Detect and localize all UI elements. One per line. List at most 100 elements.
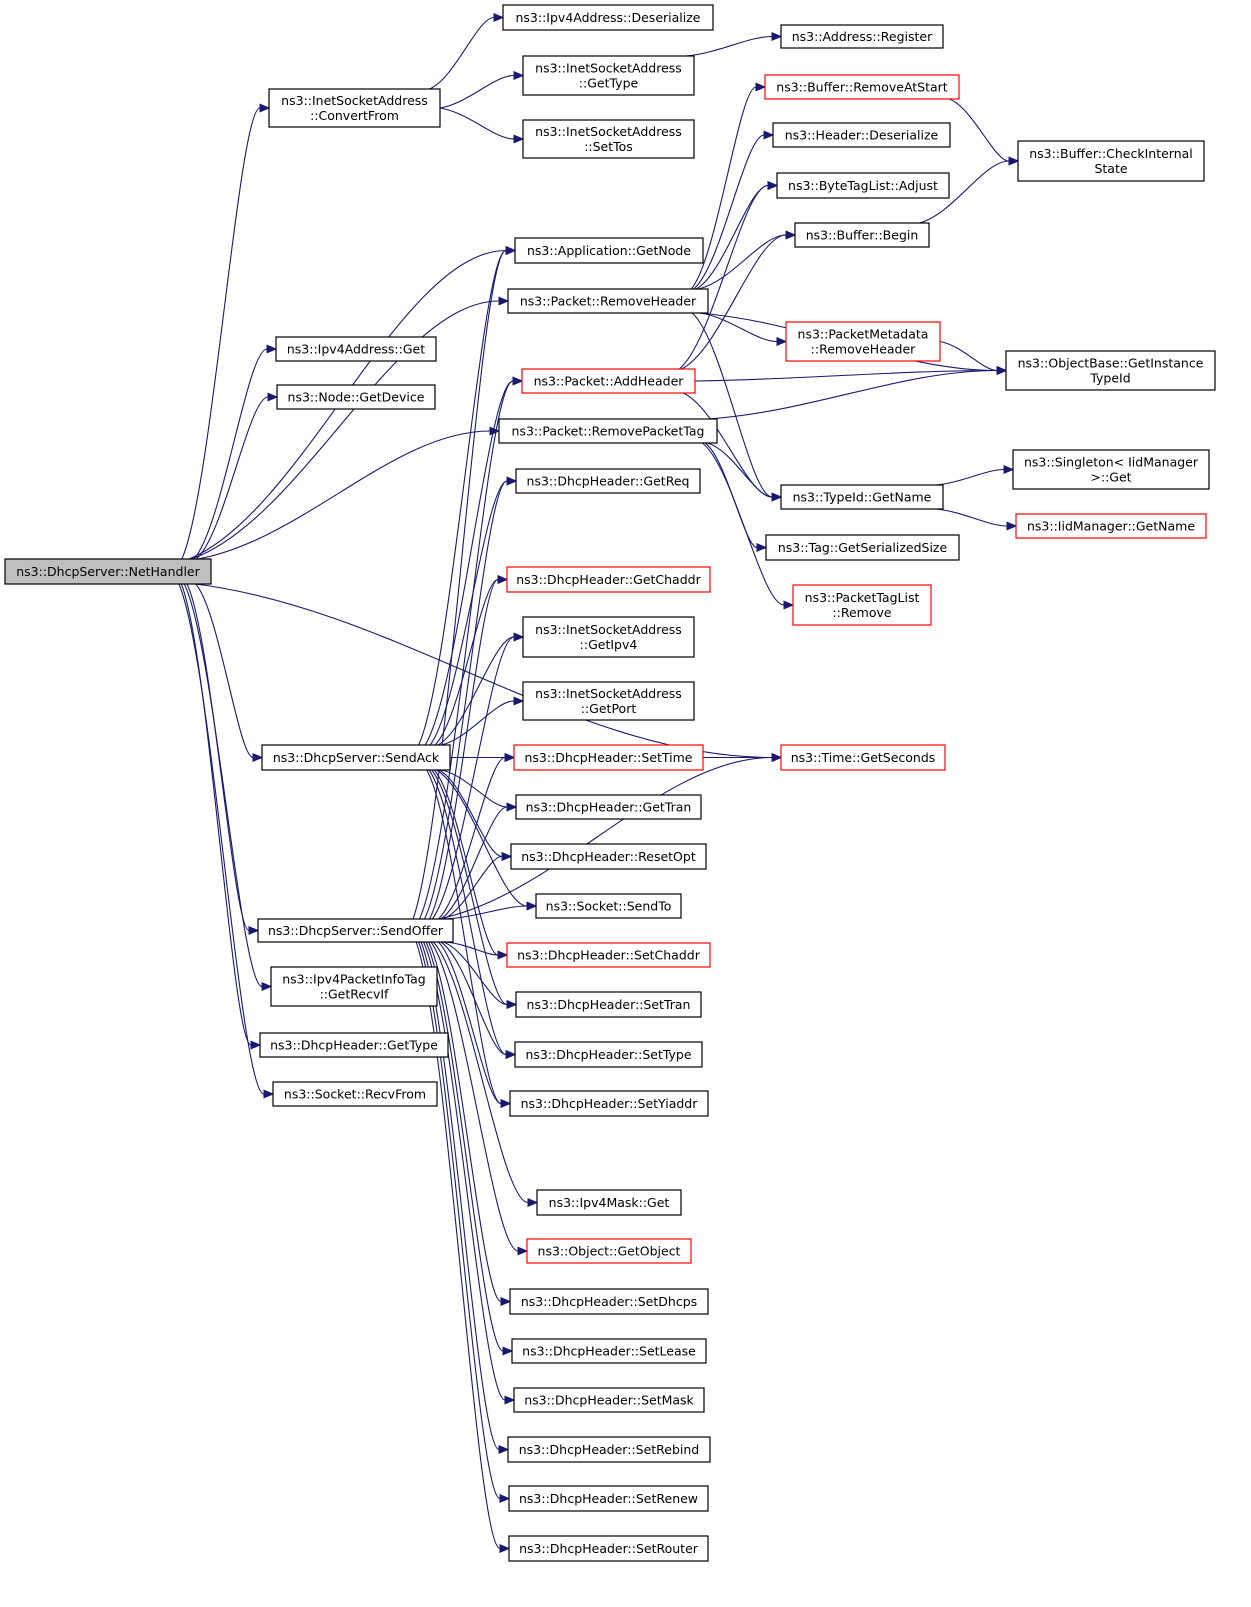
call-edge-send-offer-to-dh-set-time (437, 752, 516, 920)
node-dh-set-renew[interactable]: ns3::DhcpHeader::SetRenew (508, 1485, 709, 1512)
node-packet-remove-packet-tag[interactable]: ns3::Packet::RemovePacketTag (498, 418, 718, 444)
node-dh-set-yiaddr[interactable]: ns3::DhcpHeader::SetYiaddr (509, 1090, 709, 1117)
node-dh-get-tran[interactable]: ns3::DhcpHeader::GetTran (515, 794, 702, 820)
node-dh-get-chaddr[interactable]: ns3::DhcpHeader::GetChaddr (506, 566, 711, 593)
node-buffer-remove-at-start[interactable]: ns3::Buffer::RemoveAtStart (764, 74, 960, 100)
node-box (764, 74, 960, 100)
call-edge-packet-add-header-to-obj-base-get-instance-type-id (694, 365, 1008, 382)
edge-line (191, 300, 500, 560)
node-dh-reset-opt[interactable]: ns3::DhcpHeader::ResetOpt (510, 843, 707, 870)
edge-line (183, 583, 263, 988)
node-byte-tag-adjust[interactable]: ns3::ByteTagList::Adjust (776, 172, 950, 199)
node-isa-convert-from[interactable]: ns3::InetSocketAddress::ConvertFrom (268, 88, 441, 128)
node-label: ns3::InetSocketAddress (535, 61, 682, 76)
node-isa-set-tos[interactable]: ns3::InetSocketAddress::SetTos (522, 119, 695, 159)
edge-line (437, 941, 502, 1105)
arrowhead-icon (500, 1296, 512, 1307)
node-box (498, 418, 718, 444)
call-edge-send-offer-to-ipv4-mask-get (432, 941, 539, 1208)
node-label: ns3::Packet::AddHeader (534, 374, 685, 389)
edge-line (690, 86, 757, 290)
call-edge-net-handler-to-time-get-seconds (195, 583, 783, 763)
node-send-ack[interactable]: ns3::DhcpServer::SendAck (261, 744, 451, 771)
node-dh-get-req[interactable]: ns3::DhcpHeader::GetReq (515, 468, 701, 494)
arrowhead-icon (505, 1049, 517, 1060)
node-app-get-node[interactable]: ns3::Application::GetNode (514, 237, 704, 264)
node-ipv4-pkt-info-get-recv-if[interactable]: ns3::Ipv4PacketInfoTag::GetRecvIf (270, 966, 438, 1007)
node-send-offer[interactable]: ns3::DhcpServer::SendOffer (257, 918, 454, 943)
node-box (257, 918, 454, 943)
node-dh-set-lease[interactable]: ns3::DhcpHeader::SetLease (511, 1338, 707, 1364)
node-singleton-get[interactable]: ns3::Singleton< IidManager >::Get (1012, 449, 1210, 490)
node-box (780, 484, 944, 510)
node-type-id-get-name[interactable]: ns3::TypeId::GetName (780, 484, 944, 510)
node-isa-get-ipv4[interactable]: ns3::InetSocketAddress::GetIpv4 (522, 616, 695, 658)
arrowhead-icon (1008, 156, 1020, 166)
node-socket-recv-from[interactable]: ns3::Socket::RecvFrom (272, 1081, 438, 1107)
node-label: ns3::DhcpHeader::SetRebind (519, 1442, 700, 1457)
node-box (526, 1238, 692, 1264)
edge-line (919, 160, 1010, 224)
edge-line (695, 184, 769, 290)
node-node-get-device[interactable]: ns3::Node::GetDevice (276, 384, 436, 410)
node-box (511, 1338, 707, 1364)
node-buffer-begin[interactable]: ns3::Buffer::Begin (794, 222, 930, 248)
call-edge-net-handler-to-socket-recv-from (178, 583, 275, 1099)
node-box (515, 991, 702, 1018)
node-label: ns3::Object::GetObject (538, 1244, 681, 1259)
node-box (535, 893, 682, 919)
node-label: ns3::DhcpHeader::GetType (270, 1038, 438, 1053)
node-label: ns3::Buffer::Begin (806, 228, 919, 243)
node-dh-set-rebind[interactable]: ns3::DhcpHeader::SetRebind (507, 1436, 711, 1463)
edge-line (437, 756, 506, 920)
node-box (275, 336, 437, 362)
arrowhead-icon (497, 574, 509, 585)
edge-line (686, 35, 773, 57)
node-label: ns3::Time::GetSeconds (791, 750, 936, 765)
arrowhead-icon (771, 31, 783, 42)
node-isa-get-type[interactable]: ns3::InetSocketAddress::GetType (522, 55, 695, 96)
call-edge-net-handler-to-packet-remove-header (191, 296, 510, 560)
node-box (1012, 449, 1210, 490)
node-socket-send-to[interactable]: ns3::Socket::SendTo (535, 893, 682, 919)
node-address-register[interactable]: ns3::Address::Register (780, 24, 944, 49)
arrowhead-icon (771, 752, 783, 763)
node-time-get-seconds[interactable]: ns3::Time::GetSeconds (780, 744, 946, 771)
node-box (1015, 513, 1207, 539)
node-dh-set-type[interactable]: ns3::DhcpHeader::SetType (514, 1041, 703, 1068)
node-label: ns3::IidManager::GetName (1027, 519, 1195, 534)
node-dh-set-chaddr[interactable]: ns3::DhcpHeader::SetChaddr (506, 942, 711, 968)
node-dh-set-time[interactable]: ns3::DhcpHeader::SetTime (513, 744, 704, 771)
arrowhead-icon (755, 82, 767, 92)
node-box (776, 172, 950, 199)
arrowhead-icon (785, 230, 797, 240)
node-dh-set-tran[interactable]: ns3::DhcpHeader::SetTran (515, 991, 702, 1018)
node-dh-get-type[interactable]: ns3::DhcpHeader::GetType (259, 1032, 449, 1058)
node-label: ns3::DhcpHeader::SetRenew (519, 1491, 698, 1506)
node-box (521, 368, 696, 394)
nodes-layer: ns3::DhcpServer::NetHandlerns3::InetSock… (4, 4, 1216, 1562)
call-edge-net-handler-to-node-get-device (195, 392, 279, 560)
node-box (514, 237, 704, 264)
node-pkt-tag-list-remove[interactable]: ns3::PacketTagList::Remove (792, 584, 932, 626)
node-ipv4-mask-get[interactable]: ns3::Ipv4Mask::Get (536, 1189, 682, 1216)
node-packet-remove-header[interactable]: ns3::Packet::RemoveHeader (507, 288, 709, 314)
edge-line (691, 312, 773, 498)
node-packet-add-header[interactable]: ns3::Packet::AddHeader (521, 368, 696, 394)
node-dh-set-dhcps[interactable]: ns3::DhcpHeader::SetDhcps (509, 1288, 709, 1315)
node-isa-get-port[interactable]: ns3::InetSocketAddress::GetPort (522, 681, 695, 721)
arrowhead-icon (1003, 464, 1015, 475)
node-object-get-object[interactable]: ns3::Object::GetObject (526, 1238, 692, 1264)
node-tag-get-serialized-size[interactable]: ns3::Tag::GetSerializedSize (765, 534, 960, 561)
edge-line (935, 508, 1008, 527)
node-pkt-meta-remove-header[interactable]: ns3::PacketMetadata::RemoveHeader (785, 321, 941, 362)
node-header-deserialize[interactable]: ns3::Header::Deserialize (772, 122, 951, 148)
node-iid-manager-get-name[interactable]: ns3::IidManager::GetName (1015, 513, 1207, 539)
arrowhead-icon (505, 245, 517, 256)
node-dh-set-router[interactable]: ns3::DhcpHeader::SetRouter (508, 1535, 709, 1562)
node-ipv4-addr-get[interactable]: ns3::Ipv4Address::Get (275, 336, 437, 362)
node-dh-set-mask[interactable]: ns3::DhcpHeader::SetMask (513, 1387, 705, 1413)
node-ipv4-addr-deserialize[interactable]: ns3::Ipv4Address::Deserialize (502, 4, 714, 31)
